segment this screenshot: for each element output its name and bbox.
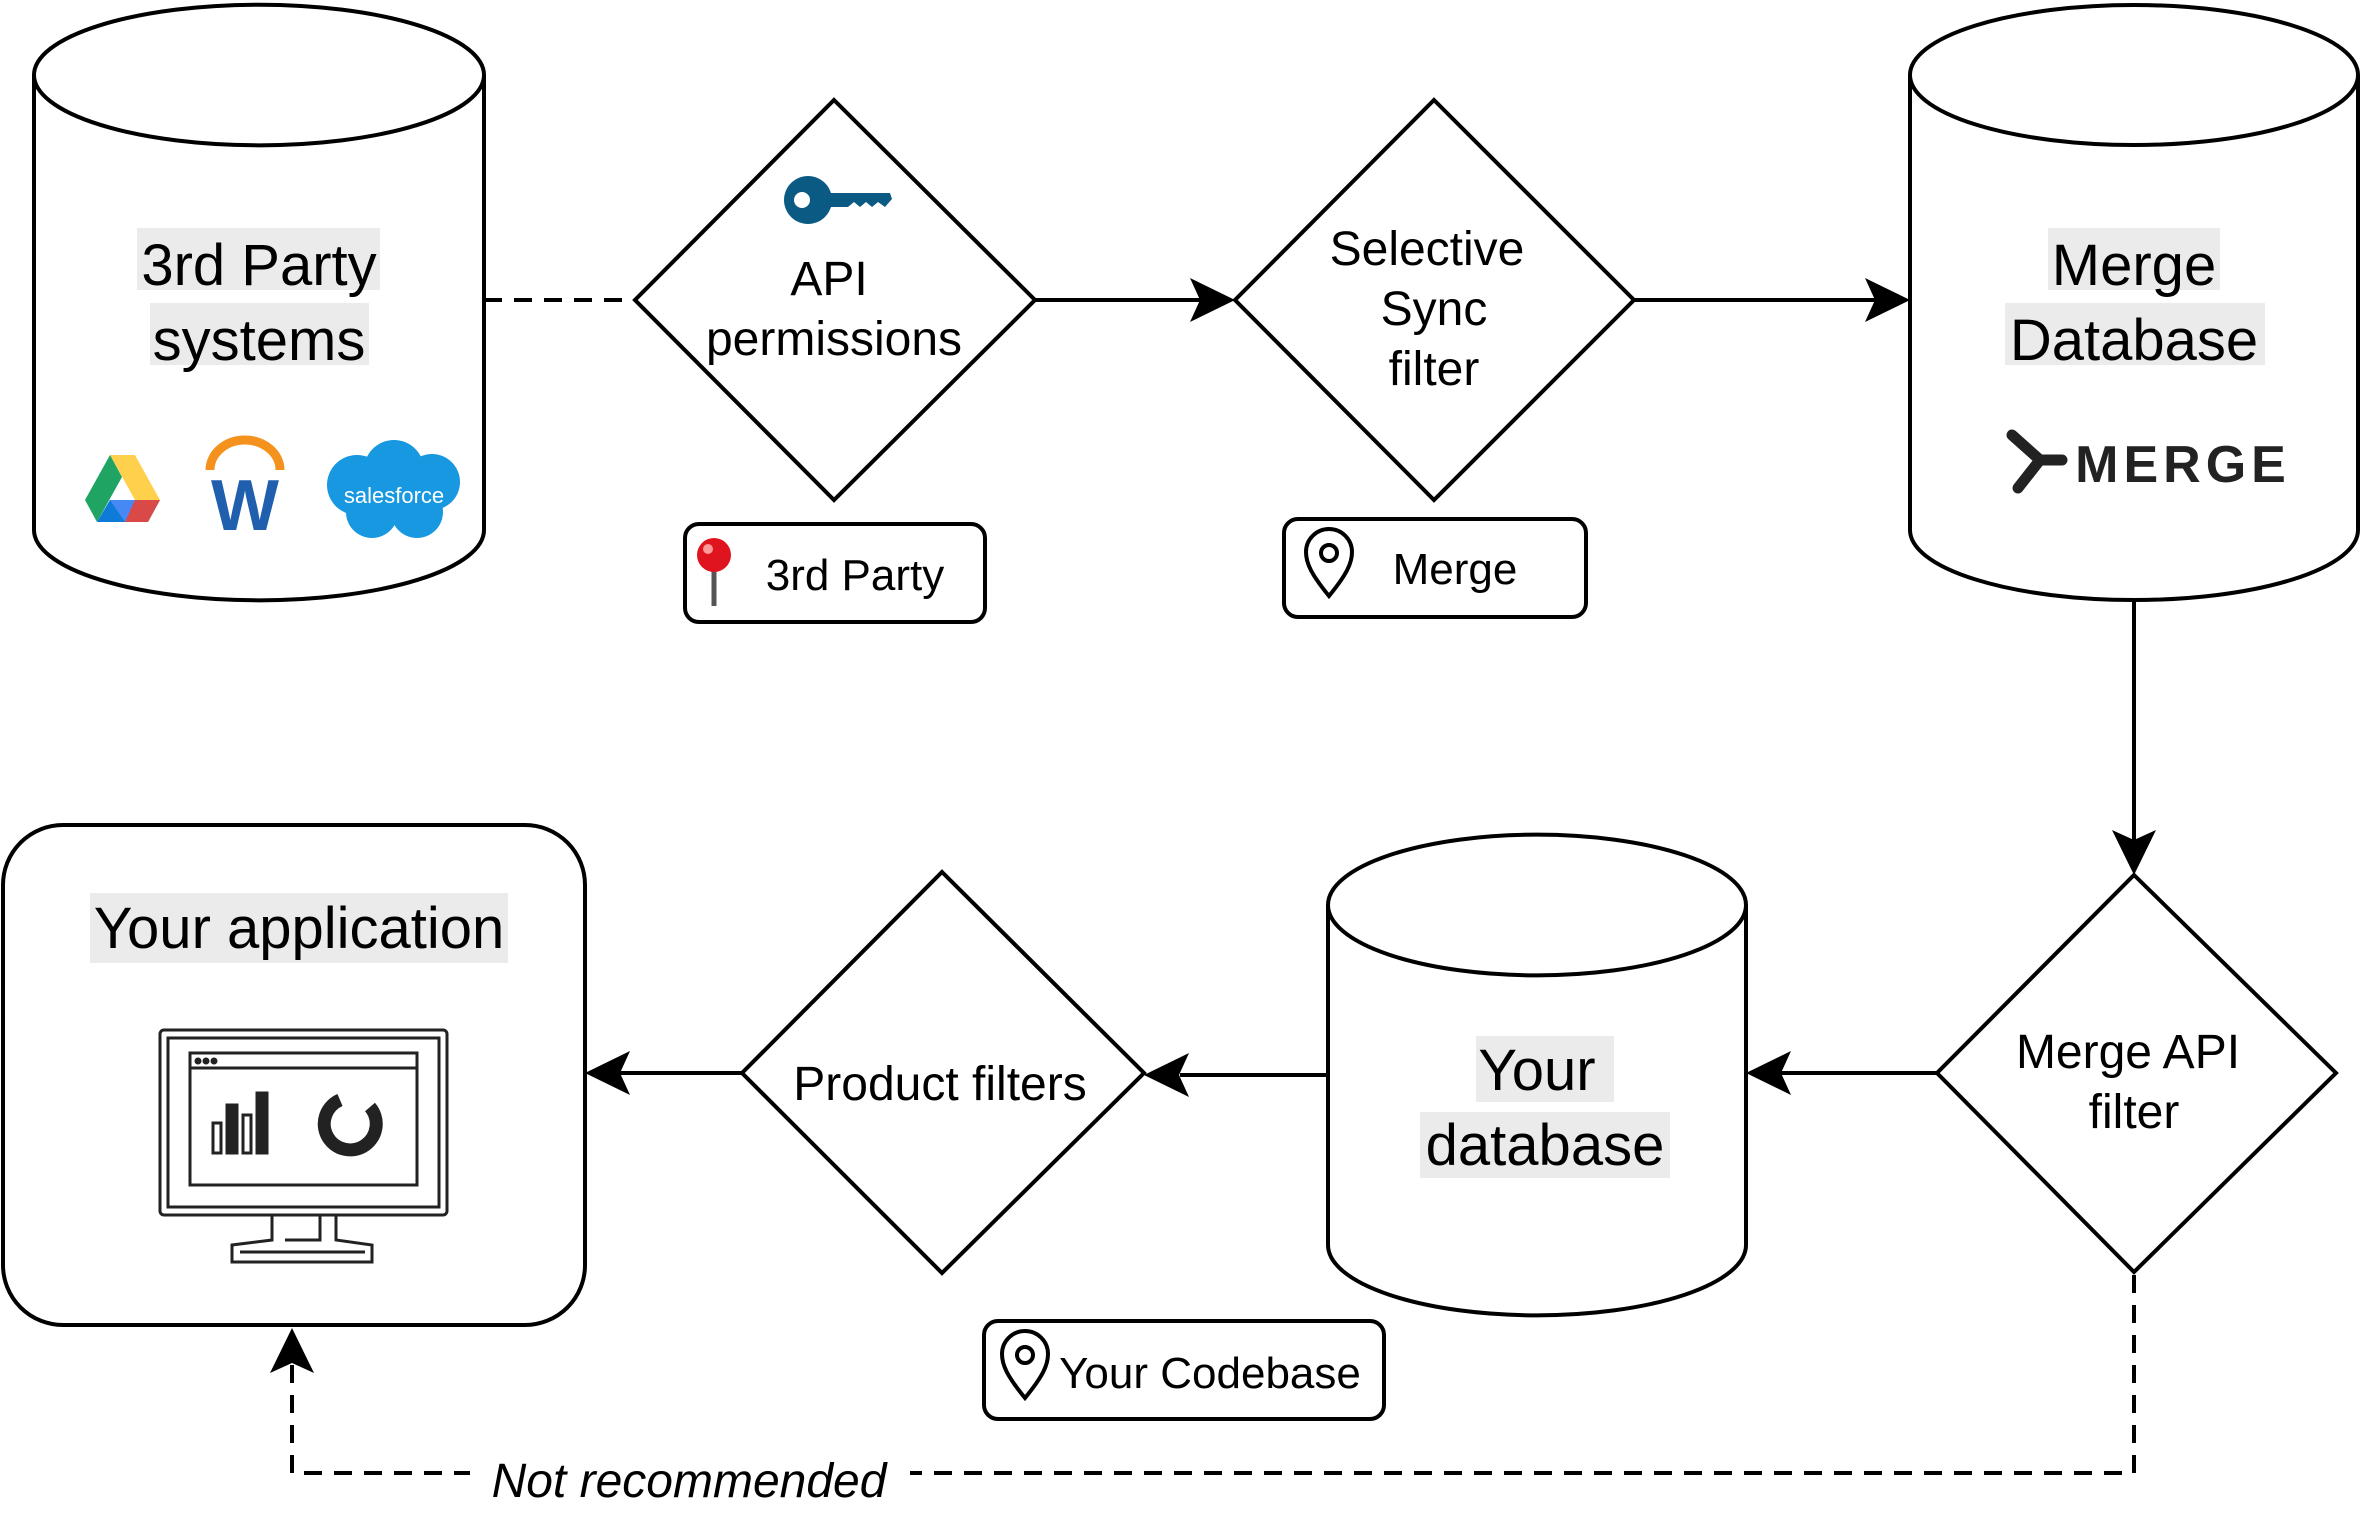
- monitor-dashboard-icon: [158, 1028, 449, 1264]
- node-label: database: [1426, 1113, 1665, 1178]
- key-icon: [784, 176, 892, 224]
- node-label: Merge: [2052, 233, 2216, 298]
- owner-tag-merge: Merge: [1282, 517, 1588, 619]
- node-product-filters: Product filters: [739, 869, 1147, 1276]
- node-label: Your: [1478, 1038, 1595, 1103]
- node-third-party-systems: 3rd Party systems W salesforce: [32, 2, 486, 603]
- edge-arrowhead: [270, 1328, 314, 1373]
- node-label: API: [790, 253, 867, 306]
- not-recommended-label: Not recommended: [492, 1455, 888, 1508]
- node-label: Sync: [1381, 283, 1488, 336]
- svg-text:W: W: [211, 466, 279, 546]
- node-merge-database: Merge Database MERGE: [1908, 3, 2360, 602]
- edge-arrowhead: [1144, 1053, 1189, 1097]
- node-label: filter: [2089, 1086, 2180, 1139]
- node-label: Database: [2010, 308, 2258, 373]
- node-label: Product filters: [793, 1058, 1086, 1111]
- location-pin-icon: [1303, 527, 1355, 600]
- google-drive-icon: [85, 455, 160, 522]
- owner-tag-your-codebase: Your Codebase: [982, 1319, 1386, 1421]
- node-label: permissions: [706, 313, 962, 366]
- location-pin-icon: [999, 1329, 1051, 1402]
- edge-not-recommended: [290, 1275, 2136, 1475]
- salesforce-logo-text: salesforce: [344, 483, 444, 508]
- pushpin-icon: [697, 538, 731, 606]
- node-api-permissions: API permissions: [632, 97, 1038, 503]
- edges: Not recommended: [270, 278, 2156, 1508]
- node-label: filter: [1389, 343, 1480, 396]
- owner-tag-third-party: 3rd Party: [683, 522, 987, 624]
- edge-arrowhead: [1865, 278, 1910, 322]
- node-selective-sync-filter: Selective Sync filter: [1232, 97, 1637, 503]
- merge-logo: MERGE: [2006, 429, 2291, 494]
- owner-tag-label: 3rd Party: [766, 551, 945, 600]
- edge-arrowhead: [585, 1051, 630, 1095]
- edge-arrowhead: [2112, 830, 2156, 875]
- node-label: Merge API: [2016, 1026, 2240, 1079]
- salesforce-icon: salesforce: [327, 440, 460, 538]
- node-your-database: Your database: [1326, 832, 1748, 1318]
- node-label: Selective: [1330, 223, 1525, 276]
- workday-icon: W: [205, 435, 285, 546]
- node-merge-api-filter: Merge API filter: [1934, 872, 2339, 1275]
- node-label: Your application: [94, 896, 505, 961]
- node-label: systems: [153, 308, 366, 373]
- node-your-application: Your application: [1, 823, 587, 1327]
- edge-arrowhead: [1190, 278, 1235, 322]
- owner-tag-label: Merge: [1393, 545, 1518, 594]
- node-label: 3rd Party: [141, 233, 376, 298]
- edge-arrowhead: [1746, 1051, 1791, 1095]
- merge-logo-text: MERGE: [2075, 436, 2291, 494]
- owner-tag-label: Your Codebase: [1059, 1349, 1361, 1398]
